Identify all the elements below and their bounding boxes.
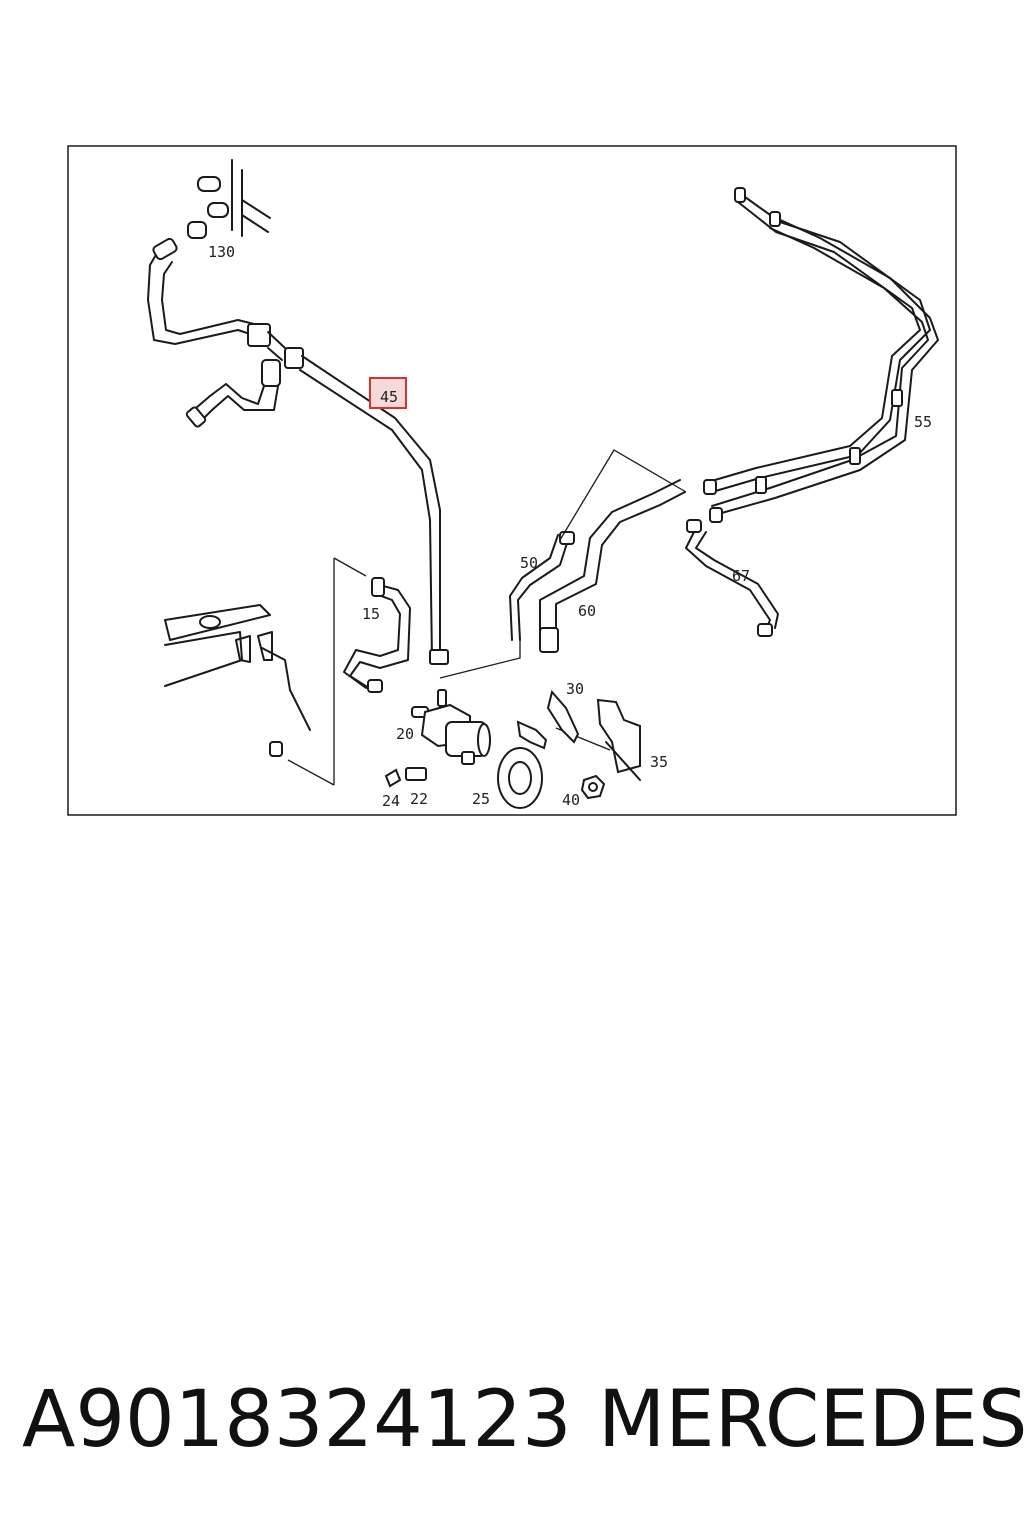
label-30: 30 (566, 680, 584, 698)
label-40: 40 (562, 791, 580, 809)
label-22: 22 (410, 790, 428, 808)
footer: A9018324123 MERCEDES (0, 1365, 1024, 1475)
pump-20 (411, 689, 491, 765)
highlight-box-45 (369, 377, 407, 409)
hose-assembly-left (147, 237, 304, 428)
hose-67 (685, 519, 779, 637)
clamp-25 (497, 720, 548, 809)
label-15: 15 (362, 605, 380, 623)
label-25: 25 (472, 790, 490, 808)
label-60: 60 (578, 602, 596, 620)
label-130: 130 (208, 243, 235, 261)
diagram-frame (67, 145, 957, 816)
bracket-30 (546, 689, 580, 744)
label-67: 67 (732, 567, 750, 585)
parts-diagram: 130 45 55 50 60 67 15 20 30 35 24 22 25 … (67, 145, 957, 816)
part-130-clamp-area (187, 159, 271, 239)
hose-15 (343, 577, 411, 693)
engine-bracket (164, 604, 311, 757)
brand-name: MERCEDES (598, 1375, 1024, 1465)
part-22-24 (384, 767, 427, 788)
label-24: 24 (382, 792, 400, 810)
part-number: A9018324123 (22, 1375, 572, 1465)
nut-40 (580, 774, 606, 800)
label-55: 55 (914, 413, 932, 431)
hose-60 (539, 479, 686, 653)
pipe-55 (703, 187, 939, 523)
label-50: 50 (520, 554, 538, 572)
hose-45 (299, 355, 449, 665)
label-35: 35 (650, 753, 668, 771)
label-45: 45 (380, 388, 398, 406)
label-20: 20 (396, 725, 414, 743)
bracket-35 (596, 698, 641, 781)
